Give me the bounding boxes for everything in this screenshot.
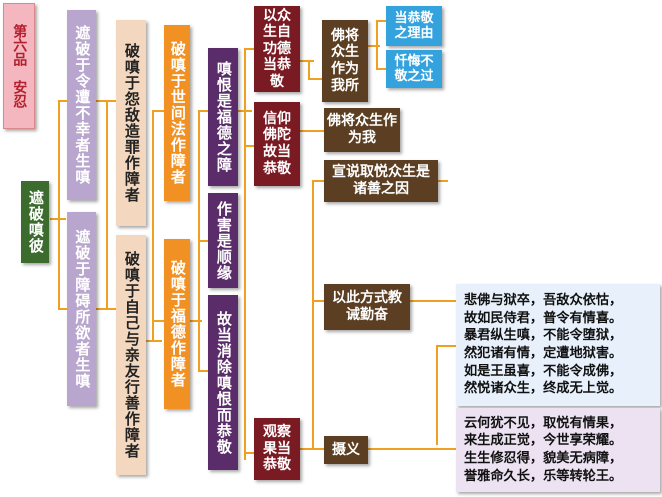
verse-line: 悲佛与狱卒，吾敌众依怙， — [464, 293, 623, 309]
connector — [244, 48, 246, 460]
connector — [312, 300, 324, 302]
node-f5: 摄义 — [324, 436, 368, 464]
connector — [244, 48, 254, 50]
verse-box-2: 云何犹不见，取悦有情果， 来生成正觉，今世享荣耀。 生生修忍得，貌美无病障， 誉… — [456, 408, 660, 492]
node-c1: 破嗔于世间法作障者 — [164, 25, 190, 201]
connector — [376, 68, 388, 70]
verse-line: 誉雅命久长，乐等转轮王。 — [464, 468, 623, 484]
connector — [308, 78, 322, 80]
verse-lines: 悲佛与狱卒，吾敌众依怙， 故如民侍君，普令有情喜。 暴君纵生嗔，不能令堕狱， 然… — [464, 292, 622, 397]
node-e2: 信仰佛陀故当恭敬 — [254, 102, 300, 186]
connector — [312, 448, 324, 450]
verse-box-1: 悲佛与狱卒，吾敌众依怙， 故如民侍君，普令有情喜。 暴君纵生嗔，不能令堕狱， 然… — [456, 284, 660, 406]
verse-line: 来生成正觉，今世享荣耀。 — [464, 433, 623, 449]
connector — [426, 300, 456, 302]
node-f4: 以此方式教诫勤奋 — [324, 284, 410, 330]
connector — [58, 100, 68, 102]
connector — [244, 145, 254, 147]
connector — [300, 60, 314, 62]
node-d3: 故当消除嗔恨而恭敬 — [208, 295, 238, 470]
node-c2: 破嗔于福德作障者 — [164, 239, 190, 409]
connector — [368, 45, 380, 47]
connector — [190, 320, 202, 322]
node-e3: 观察果当恭敬 — [254, 418, 300, 480]
connector — [308, 60, 310, 80]
node-g2: 忏悔不敬之过 — [386, 50, 442, 88]
connector — [152, 320, 164, 322]
node-e1: 以众生自功德当恭敬 — [254, 6, 300, 92]
connector — [410, 300, 426, 302]
connector — [152, 110, 154, 342]
connector — [376, 20, 378, 70]
connector — [300, 130, 324, 132]
node-d1: 嗔恨是福德之障 — [208, 48, 238, 186]
verse-line: 然犯诸有情，定遭地狱害。 — [464, 346, 623, 361]
connector — [58, 308, 68, 310]
connector — [198, 110, 208, 112]
node-b2: 破嗔于自己与亲友行善作障者 — [116, 235, 146, 475]
verse-line: 生生修忍得，貌美无病障， — [464, 451, 623, 466]
connector — [312, 180, 314, 448]
connector — [300, 448, 314, 450]
connector — [146, 340, 162, 342]
connector — [198, 370, 208, 372]
connector — [312, 180, 324, 182]
node-f3: 宣说取悦众生是诸善之因 — [324, 160, 438, 202]
node-b1: 破嗔于怨敌造罪作障者 — [116, 20, 146, 226]
connector — [436, 345, 438, 445]
verse-line: 如是王虽喜，不能令成佛， — [464, 363, 623, 379]
connector — [436, 345, 456, 347]
connector — [368, 448, 456, 450]
verse-lines: 云何犹不见，取悦有情果， 来生成正觉，今世享荣耀。 生生修忍得，貌美无病障， 誉… — [464, 415, 622, 485]
node-g1: 当恭敬之理由 — [386, 6, 442, 46]
connector — [438, 180, 448, 182]
verse-line: 故如民侍君，普令有情喜。 — [464, 310, 623, 326]
node-a2: 遮破于障碍所欲者生嗔 — [67, 212, 96, 406]
connector — [152, 110, 164, 112]
node-d2: 作害是顺缘 — [208, 193, 238, 288]
chapter-title: 第六品 安忍 — [3, 3, 35, 129]
verse-line: 云何犹不见，取悦有情果， — [464, 415, 623, 431]
node-a1: 遮破于令遭不幸者生嗔 — [67, 10, 96, 200]
verse-line: 然悦诸众生，终成无上觉。 — [464, 381, 623, 397]
connector — [198, 240, 208, 242]
node-f1: 佛将众生作为我所 — [322, 20, 368, 102]
verse-line: 暴君纵生嗔，不能令堕狱， — [464, 328, 623, 344]
node-root: 遮破嗔彼 — [21, 181, 49, 263]
connector — [58, 100, 60, 310]
connector — [244, 452, 254, 454]
node-f2: 佛将众生作为我 — [324, 108, 400, 152]
connector — [376, 20, 388, 22]
connector — [106, 100, 108, 310]
